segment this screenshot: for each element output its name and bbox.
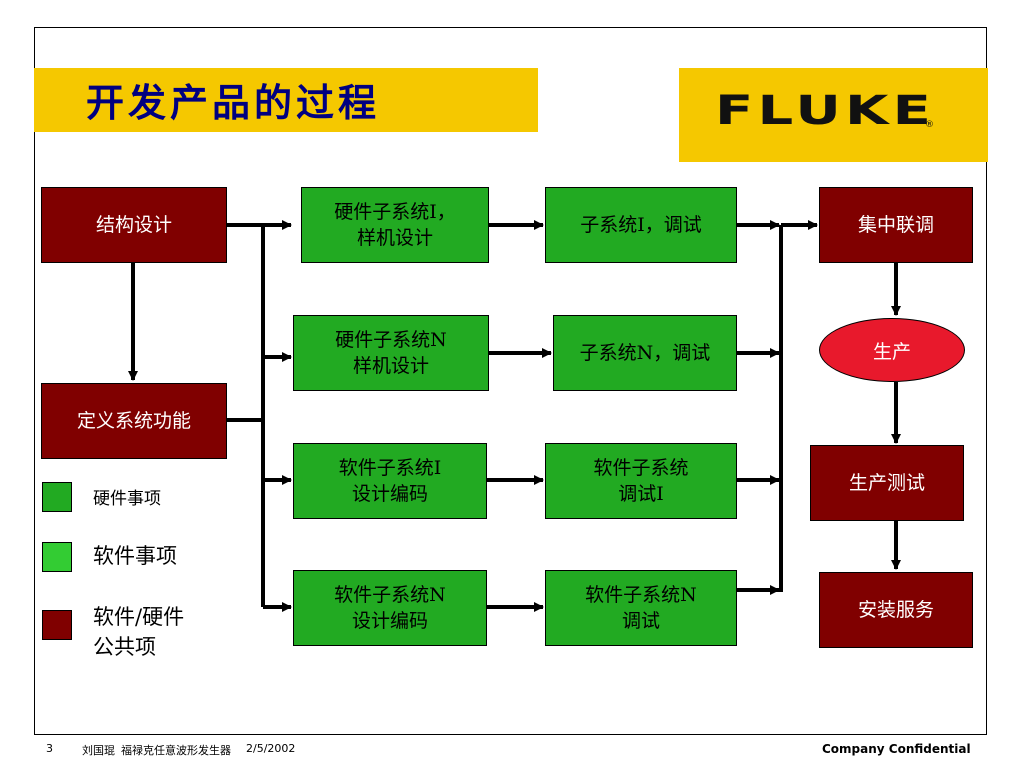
hw-subsystem-1-line2: 样机设计 [356, 227, 433, 249]
legend-common-label: 软件/硬件 公共项 [93, 602, 184, 662]
integration-label: 集中联调 [857, 214, 934, 236]
define-functions-box: 定义系统功能 [41, 383, 227, 459]
debug-subsystem-1-label: 子系统I，调试 [580, 214, 702, 236]
define-functions-label: 定义系统功能 [76, 410, 191, 432]
production-label: 生产 [872, 340, 911, 363]
sw-subsystem-n-box: 软件子系统N 设计编码 [293, 570, 487, 646]
footer-date: 2/5/2002 [246, 742, 296, 755]
debug-subsystem-n-box: 子系统N，调试 [553, 315, 737, 391]
sw-subsystem-1-line2: 设计编码 [351, 483, 428, 505]
sw-subsystem-n-line2: 设计编码 [351, 610, 428, 632]
footer-page-number: 3 [46, 742, 53, 755]
sw-debug-1-box: 软件子系统 调试I [545, 443, 737, 519]
hw-subsystem-n-line2: 样机设计 [352, 355, 429, 377]
production-test-label: 生产测试 [848, 472, 925, 494]
hw-subsystem-n-line1: 硬件子系统N [335, 329, 447, 351]
production-test-box: 生产测试 [810, 445, 964, 521]
footer-author: 刘国琨 [82, 744, 115, 757]
footer-course: 福禄克任意波形发生器 [121, 744, 231, 757]
installation-label: 安装服务 [857, 599, 934, 621]
footer-confidential: Company Confidential [822, 742, 971, 756]
legend-hardware-label: 硬件事项 [93, 489, 161, 509]
sw-debug-1-line2: 调试I [618, 483, 664, 505]
hw-subsystem-1-box: 硬件子系统I， 样机设计 [301, 187, 489, 263]
sw-debug-n-line2: 调试 [621, 610, 660, 632]
integration-box: 集中联调 [819, 187, 973, 263]
installation-box: 安装服务 [819, 572, 973, 648]
legend-common-line1: 软件/硬件 [93, 605, 185, 629]
sw-debug-n-line1: 软件子系统N [585, 584, 697, 606]
structure-design-label: 结构设计 [95, 214, 172, 236]
sw-subsystem-1-line1: 软件子系统I [338, 457, 442, 479]
sw-subsystem-1-box: 软件子系统I 设计编码 [293, 443, 487, 519]
legend-common-swatch [42, 610, 72, 640]
slide-title: 开发产品的过程 [86, 80, 381, 125]
legend-software-label: 软件事项 [93, 544, 177, 568]
debug-subsystem-1-box: 子系统I，调试 [545, 187, 737, 263]
logo-wordmark: FLUKE [715, 88, 936, 134]
slide-frame [34, 27, 987, 735]
legend-software-swatch [42, 542, 72, 572]
production-ellipse: 生产 [819, 318, 965, 382]
hw-subsystem-1-line1: 硬件子系统I， [334, 201, 456, 223]
legend-common-line2: 公共项 [93, 635, 156, 659]
debug-subsystem-n-label: 子系统N，调试 [579, 342, 711, 364]
fluke-logo: FLUKE ® [679, 68, 988, 162]
registered-mark: ® [925, 120, 934, 130]
structure-design-box: 结构设计 [41, 187, 227, 263]
sw-debug-1-line1: 软件子系统 [593, 457, 689, 479]
sw-debug-n-box: 软件子系统N 调试 [545, 570, 737, 646]
legend-hardware-swatch [42, 482, 72, 512]
sw-subsystem-n-line1: 软件子系统N [334, 584, 446, 606]
hw-subsystem-n-box: 硬件子系统N 样机设计 [293, 315, 489, 391]
title-bar: 开发产品的过程 [34, 68, 538, 132]
